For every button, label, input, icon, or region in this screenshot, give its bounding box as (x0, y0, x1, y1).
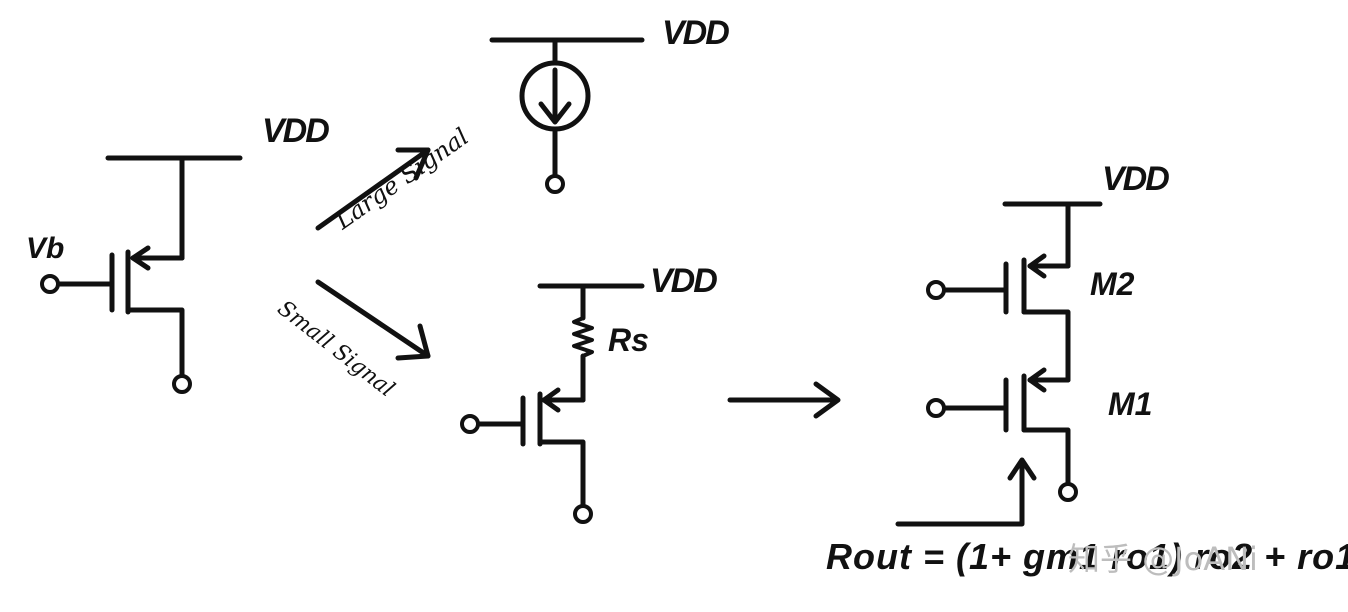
source-arrow-left (130, 245, 151, 271)
degenerated-pmos-circuit (460, 283, 645, 524)
current-source-circuit (489, 37, 645, 194)
rout-pointer-arrow (895, 459, 1025, 527)
large-signal-arrow-shaft (315, 147, 431, 231)
large-signal-arrow (315, 147, 431, 231)
source-arrow-mid (541, 387, 561, 413)
small-signal-arrow-head (395, 323, 431, 361)
cascode-circuit (895, 201, 1103, 527)
rout-pointer-arrow-head (1007, 457, 1037, 481)
gate-terminal-left (40, 274, 60, 294)
m1-drain-wire (1021, 427, 1071, 487)
transition-arrow-head (813, 381, 841, 419)
m2-gate-terminal (926, 280, 946, 300)
gate-terminal-mid (460, 414, 480, 434)
large-signal-arrow-head (395, 147, 431, 181)
current-source-arrow-head (538, 101, 572, 125)
transition-arrow (727, 381, 841, 419)
m1-gate-terminal (926, 398, 946, 418)
drain-terminal-mid (573, 504, 593, 524)
drain-terminal-left (172, 374, 192, 394)
vdd-label-left: VDD (262, 112, 330, 150)
drain-wire-mid (537, 439, 586, 509)
current-source-terminal (545, 174, 565, 194)
drain-wire-left (125, 307, 185, 379)
vb-label: Vb (26, 232, 65, 265)
small-signal-arrow (315, 279, 431, 361)
m2-drain-to-m1-source (1021, 309, 1071, 383)
vdd-label-right: VDD (1102, 160, 1170, 198)
vdd-label-top: VDD (662, 14, 730, 52)
m2-source-arrow (1027, 253, 1047, 279)
m1-label: M1 (1108, 386, 1153, 422)
vdd-label-mid: VDD (650, 262, 718, 300)
small-signal-arrow-shaft (315, 279, 431, 359)
rs-label: Rs (608, 322, 649, 358)
m1-source-arrow (1027, 367, 1047, 393)
left-pmos-circuit (40, 155, 243, 394)
watermark-text: 知乎 @JoANi (1068, 540, 1258, 578)
m2-label: M2 (1090, 266, 1135, 302)
output-terminal (1058, 482, 1078, 502)
rout-formula: Rout = (1+ gm1 ro1) ro2 + ro1 (826, 536, 1348, 577)
resistor-rs (572, 316, 594, 358)
